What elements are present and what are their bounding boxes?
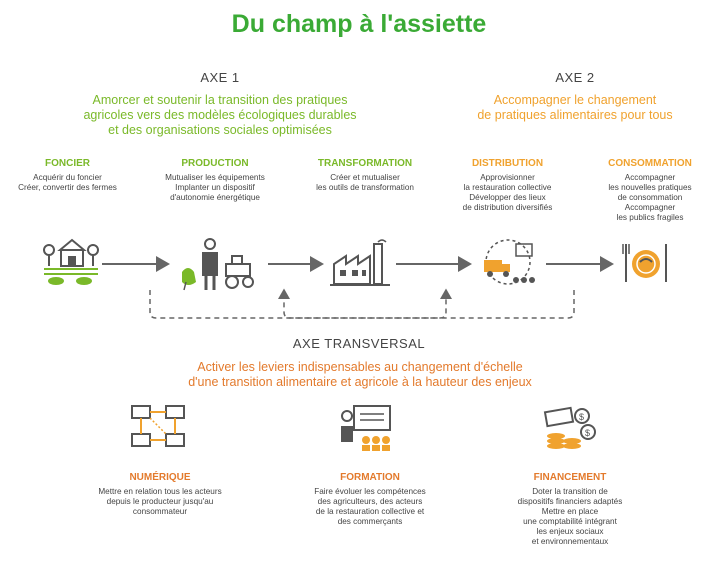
stage-desc-line: la restauration collective	[463, 183, 552, 192]
stage-desc-line: Créer et mutualiser	[330, 173, 400, 182]
stage-foncier: FONCIER Acquérir du foncier Créer, conve…	[10, 158, 125, 193]
lever-title: FORMATION	[340, 472, 400, 483]
stage-title: FONCIER	[45, 158, 90, 169]
lever-title: NUMÉRIQUE	[129, 472, 191, 483]
lever-desc-line: une comptabilité intégrant	[523, 517, 617, 526]
lever-desc-line: consommateur	[132, 507, 188, 516]
axe1-label: AXE 1	[200, 70, 240, 85]
stage-desc-line: les nouvelles pratiques	[608, 183, 692, 192]
lever-formation: FORMATION Faire évoluer les compétences …	[290, 472, 450, 527]
lever-desc-line: et environnementaux	[531, 537, 609, 546]
stage-desc-line: les publics fragiles	[616, 213, 684, 222]
lever-title: FINANCEMENT	[533, 472, 607, 483]
money-coins-icon: $ $	[543, 406, 596, 449]
lever-desc: Doter la transition de dispositifs finan…	[490, 487, 650, 547]
stage-desc-line: Accompagner	[624, 173, 676, 182]
stage-desc-line: Accompagner	[624, 203, 676, 212]
factory-icon	[330, 239, 390, 286]
stage-desc-line: les outils de transformation	[316, 183, 414, 192]
axe1-subtitle-line: et des organisations sociales optimisées	[108, 123, 332, 137]
stage-desc-line: Développer des lieux	[469, 193, 546, 202]
axe-transversal-subtitle-line: Activer les leviers indispensables au ch…	[197, 360, 523, 374]
lever-numerique: NUMÉRIQUE Mettre en relation tous les ac…	[80, 472, 240, 517]
lever-desc-line: des commerçants	[337, 517, 403, 526]
stage-desc-line: Créer, convertir des fermes	[18, 183, 117, 192]
stage-desc-line: Acquérir du foncier	[33, 173, 102, 182]
stage-title: DISTRIBUTION	[471, 158, 544, 169]
axe-transversal-label: AXE TRANSVERSAL	[292, 336, 426, 351]
stage-transformation: TRANSFORMATION Créer et mutualiser les o…	[300, 158, 430, 193]
stage-title: CONSOMMATION	[608, 158, 692, 169]
distribution-icon	[484, 239, 535, 285]
stage-desc: Approvisionner la restauration collectiv…	[445, 173, 570, 213]
lever-desc-line: depuis le producteur jusqu'au	[106, 497, 214, 506]
stage-desc: Mutualiser les équipements Implanter un …	[150, 173, 280, 203]
lever-desc: Faire évoluer les compétences des agricu…	[290, 487, 450, 527]
farmer-tractor-icon	[182, 238, 254, 291]
lever-financement: FINANCEMENT Doter la transition de dispo…	[490, 472, 650, 547]
meal-plate-icon	[622, 244, 667, 282]
network-computers-icon	[131, 405, 185, 447]
axe1-subtitle-line: agricoles vers des modèles écologiques d…	[83, 108, 357, 122]
axe2-subtitle-line: Accompagner le changement	[493, 93, 657, 107]
svg-text:$: $	[579, 412, 584, 422]
axe2-label: AXE 2	[555, 70, 595, 85]
farm-icon	[43, 238, 99, 285]
stage-desc-line: Implanter un dispositif	[175, 183, 255, 192]
trainer-board-icon	[341, 405, 391, 451]
lever-desc: Mettre en relation tous les acteurs depu…	[80, 487, 240, 517]
stage-title: PRODUCTION	[181, 158, 249, 169]
lever-desc-line: des agriculteurs, des acteurs	[317, 497, 423, 506]
stage-desc-line: d'autonomie énergétique	[170, 193, 260, 202]
lever-desc-line: dispositifs financiers adaptés	[517, 497, 623, 506]
lever-desc-line: de la restauration collective et	[315, 507, 425, 516]
stage-production: PRODUCTION Mutualiser les équipements Im…	[150, 158, 280, 203]
axe1-subtitle-line: Amorcer et soutenir la transition des pr…	[92, 93, 348, 107]
lever-desc-line: Faire évoluer les compétences	[314, 487, 426, 496]
svg-text:$: $	[585, 428, 590, 438]
axe2-subtitle: Accompagner le changement de pratiques a…	[460, 93, 690, 123]
stage-desc: Accompagner les nouvelles pratiques de c…	[590, 173, 710, 223]
stage-desc: Créer et mutualiser les outils de transf…	[300, 173, 430, 193]
lever-desc-line: Mettre en relation tous les acteurs	[98, 487, 222, 496]
feedback-loop-left	[149, 288, 452, 319]
stage-desc-line: Approvisionner	[480, 173, 535, 182]
lever-desc-line: Mettre en place	[541, 507, 599, 516]
lever-desc-line: les enjeux sociaux	[536, 527, 604, 536]
stage-desc-line: de consommation	[617, 193, 683, 202]
page-title: Du champ à l'assiette	[231, 10, 487, 38]
stage-desc-line: Mutualiser les équipements	[165, 173, 265, 182]
stage-consommation: CONSOMMATION Accompagner les nouvelles p…	[590, 158, 710, 223]
feedback-loop-right	[278, 288, 575, 319]
axe-transversal-subtitle-line: d'une transition alimentaire et agricole…	[188, 375, 532, 389]
stage-title: TRANSFORMATION	[317, 158, 413, 169]
stage-distribution: DISTRIBUTION Approvisionner la restaurat…	[445, 158, 570, 213]
stage-desc: Acquérir du foncier Créer, convertir des…	[10, 173, 125, 193]
stage-desc-line: de distribution diversifiés	[462, 203, 553, 212]
axe1-subtitle: Amorcer et soutenir la transition des pr…	[55, 93, 385, 138]
axe2-subtitle-line: de pratiques alimentaires pour tous	[477, 108, 673, 122]
axe-transversal-subtitle: Activer les leviers indispensables au ch…	[110, 360, 610, 390]
lever-desc-line: Doter la transition de	[532, 487, 608, 496]
